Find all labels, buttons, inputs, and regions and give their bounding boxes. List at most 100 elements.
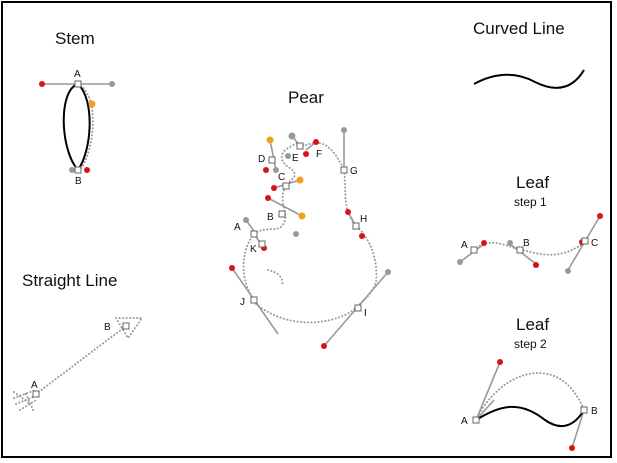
straight-line-arrowhead — [114, 317, 144, 340]
pear-end-e-gray-2 — [285, 153, 291, 159]
straight-line-anchor-a — [32, 390, 40, 398]
leaf1-label-a: A — [461, 240, 468, 251]
leaf2-label-b: B — [591, 406, 598, 417]
straight-line-label-b: B — [104, 322, 111, 333]
pear-anchor-j — [250, 296, 258, 304]
pear-label-f: F — [316, 149, 322, 160]
leaf2-end-b-red — [569, 445, 575, 451]
pear-anchor-d — [268, 156, 276, 164]
pear-label-g: G — [350, 166, 358, 177]
leaf2-end-a-red — [497, 359, 503, 365]
curved-line-title: Curved Line — [473, 19, 565, 38]
pear-end-d-orange — [266, 136, 274, 144]
pear-label-k: K — [250, 244, 257, 255]
pear-end-j-red — [229, 265, 235, 271]
pear-end-b-gray — [293, 231, 299, 237]
leaf1-anchor-b — [516, 246, 524, 254]
leaf1-dotted-path — [473, 239, 589, 256]
pear-anchor-i — [354, 304, 362, 312]
pear-dotted-inner — [267, 269, 284, 287]
leaf1-end-b-red — [533, 262, 539, 268]
stem-label-a: A — [74, 69, 81, 80]
pear-title: Pear — [288, 88, 324, 107]
stem-dotted-path — [77, 83, 94, 171]
pear-anchor-g — [340, 166, 348, 174]
leaf1-end-b-gray — [507, 240, 513, 246]
curved-line-figure: Curved Line — [473, 19, 585, 89]
leaf2-title: Leaf — [516, 315, 549, 334]
leaf1-anchor-c — [581, 237, 589, 245]
stem-handle-end-gray-b — [69, 167, 75, 173]
leaf1-end-a-red — [481, 240, 487, 246]
stem-anchor-b — [74, 166, 82, 174]
pear-handle-b — [267, 197, 303, 217]
pear-end-b-orange — [298, 212, 306, 220]
leaf2-curve — [475, 405, 585, 428]
pear-anchor-h — [352, 222, 360, 230]
pear-label-h: H — [360, 214, 367, 225]
pear-figure: Pear — [229, 88, 391, 349]
pear-end-b-red — [265, 195, 271, 201]
leaf-step2-figure: Leaf step 2 A B — [461, 315, 598, 451]
leaf2-label-a: A — [461, 416, 468, 427]
pear-anchor-e — [296, 142, 304, 150]
leaf2-dotted-path — [475, 372, 585, 421]
pear-end-c-red — [271, 185, 277, 191]
leaf1-step: step 1 — [514, 195, 547, 209]
pear-label-c: C — [278, 172, 285, 183]
pear-label-i: I — [364, 308, 367, 319]
straight-line-cluster — [13, 389, 37, 413]
stem-handle-end-gray — [109, 81, 115, 87]
pear-end-i-red — [321, 343, 327, 349]
pear-label-e: E — [292, 153, 299, 164]
pear-label-j: J — [240, 297, 245, 308]
leaf1-end-c-gray — [565, 268, 571, 274]
pear-handle-d — [269, 139, 277, 171]
pear-end-c-orange — [296, 176, 304, 184]
pear-label-d: D — [258, 154, 265, 165]
leaf1-end-a-gray — [457, 259, 463, 265]
pear-anchor-b — [278, 210, 286, 218]
leaf1-end-c-red — [597, 213, 603, 219]
straight-line-figure: Straight Line B A — [13, 271, 144, 413]
leaf1-anchor-a — [470, 246, 478, 254]
pear-dotted-outline — [242, 142, 378, 324]
leaf2-handle-a-up — [475, 361, 501, 421]
outer-border — [1, 1, 612, 458]
stem-handle-end-red-b — [84, 167, 90, 173]
pear-end-d-red — [263, 167, 269, 173]
pear-label-a: A — [234, 222, 241, 233]
pear-end-d-gray — [273, 167, 279, 173]
pear-end-a-gray — [243, 217, 249, 223]
stem-handle-end-red — [39, 81, 45, 87]
stem-label-b: B — [75, 176, 82, 187]
leaf2-handle-b — [571, 409, 585, 449]
straight-line-title: Straight Line — [22, 271, 117, 290]
leaf2-step: step 2 — [514, 337, 547, 351]
leaf1-label-c: C — [591, 238, 598, 249]
pear-end-e-gray — [288, 132, 296, 140]
straight-line-label-a: A — [31, 380, 38, 391]
pear-end-g-gray — [341, 127, 347, 133]
leaf2-anchor-b — [580, 406, 588, 414]
pear-end-h-red — [345, 209, 351, 215]
leaf1-title: Leaf — [516, 173, 549, 192]
stem-title: Stem — [55, 29, 95, 48]
stem-curve — [62, 83, 91, 172]
pear-anchor-a — [250, 230, 258, 238]
pear-anchor-c — [282, 182, 290, 190]
pear-end-f-red — [313, 139, 319, 145]
straight-line-dotted — [35, 325, 127, 395]
pear-end-h-red-2 — [359, 233, 365, 239]
straight-line-anchor-b — [122, 322, 130, 330]
leaf2-anchor-a — [472, 416, 480, 424]
pear-label-b: B — [267, 212, 274, 223]
stem-handle-end-orange — [88, 100, 96, 108]
stem-figure: Stem A B — [39, 29, 115, 187]
pear-end-i-gray — [385, 269, 391, 275]
leaf1-label-b: B — [523, 238, 530, 249]
pear-end-f-red-2 — [303, 151, 309, 157]
pear-anchor-k — [258, 240, 266, 248]
